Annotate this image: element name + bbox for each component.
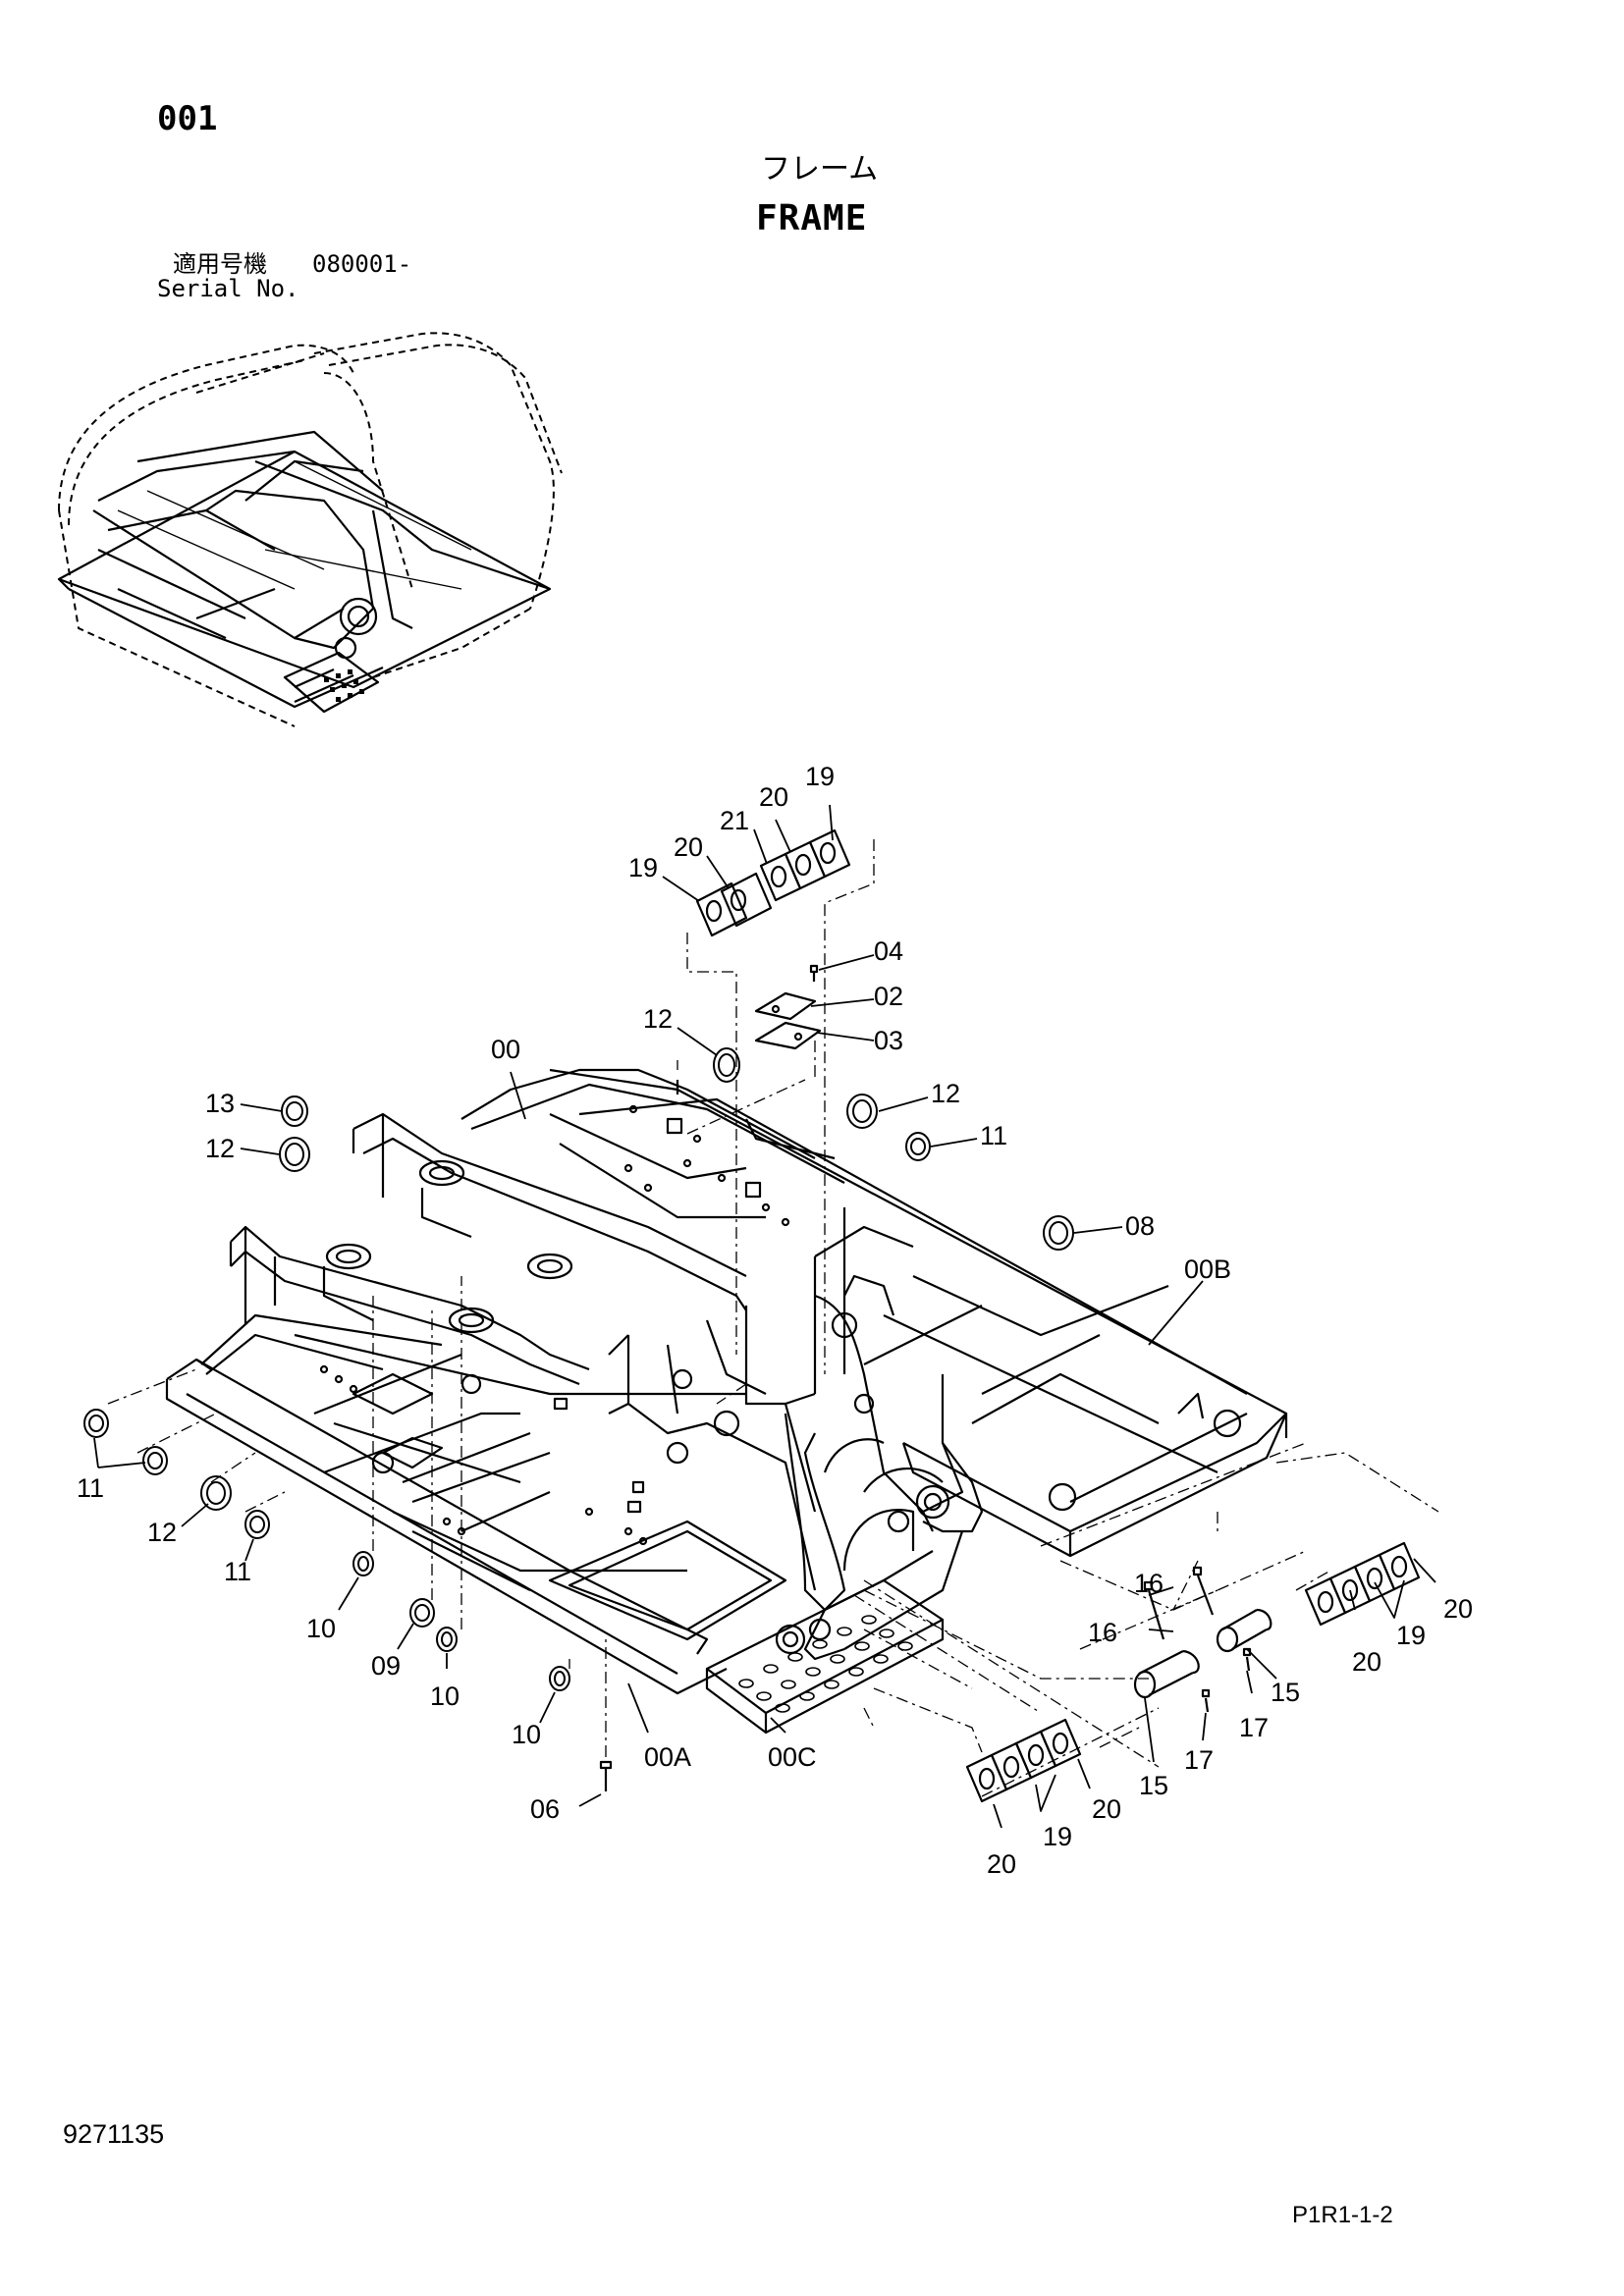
callout-labels: 19 20 21 20 19 04 02 03 12 00 13 12 12 1…	[77, 762, 1473, 1879]
title-japanese: フレーム	[761, 152, 879, 187]
callout-label: 12	[147, 1518, 177, 1547]
section-number: 001	[157, 99, 218, 138]
callout-label: 00B	[1184, 1255, 1231, 1284]
callout-label: 19	[805, 762, 835, 791]
callout-label: 10	[512, 1720, 541, 1749]
callout-label: 20	[1352, 1647, 1381, 1677]
callout-label: 20	[987, 1849, 1016, 1879]
callout-label: 15	[1139, 1771, 1168, 1800]
callout-label: 04	[874, 936, 903, 966]
callout-label: 19	[1043, 1822, 1072, 1851]
callout-label: 12	[205, 1134, 235, 1163]
callout-label: 02	[874, 982, 903, 1011]
callout-label: 10	[306, 1614, 336, 1643]
callout-label: 20	[1092, 1794, 1121, 1824]
callout-label: 12	[643, 1004, 673, 1034]
leader-lines	[93, 804, 1436, 1829]
callout-label: 19	[1396, 1621, 1426, 1650]
title-english: FRAME	[756, 198, 868, 239]
callout-label: 20	[674, 832, 703, 862]
callout-label: 19	[628, 853, 658, 882]
callout-label: 03	[874, 1026, 903, 1055]
callout-label: 16	[1134, 1569, 1164, 1598]
callout-label: 20	[1443, 1594, 1473, 1624]
callout-label: 13	[205, 1089, 235, 1118]
main-frame-drawing	[83, 828, 1421, 1803]
callout-label: 10	[430, 1682, 460, 1711]
callout-label: 15	[1271, 1678, 1300, 1707]
callout-label: 08	[1125, 1211, 1155, 1241]
callout-label: 17	[1239, 1713, 1269, 1742]
overview-thumbnail	[57, 332, 563, 727]
callout-label: 00	[491, 1035, 520, 1064]
serial-value: 080001-	[312, 250, 412, 278]
callout-label: 00C	[768, 1742, 817, 1772]
assembly-dashed-lines	[107, 839, 1439, 1797]
callout-label: 11	[77, 1473, 104, 1503]
callout-label: 16	[1088, 1618, 1117, 1647]
page-reference: P1R1-1-2	[1292, 2202, 1393, 2228]
callout-label: 00A	[644, 1742, 691, 1772]
callout-label: 11	[980, 1121, 1007, 1150]
serial-label-japanese: 適用号機	[173, 250, 267, 278]
drawing-number: 9271135	[63, 2119, 165, 2149]
callout-label: 11	[224, 1557, 251, 1586]
callout-label: 20	[759, 782, 788, 812]
callout-label: 21	[720, 806, 749, 835]
serial-label-english: Serial No.	[157, 275, 299, 302]
callout-label: 12	[931, 1079, 960, 1108]
callout-label: 06	[530, 1794, 560, 1824]
callout-label: 09	[371, 1651, 401, 1681]
callout-label: 17	[1184, 1745, 1214, 1775]
